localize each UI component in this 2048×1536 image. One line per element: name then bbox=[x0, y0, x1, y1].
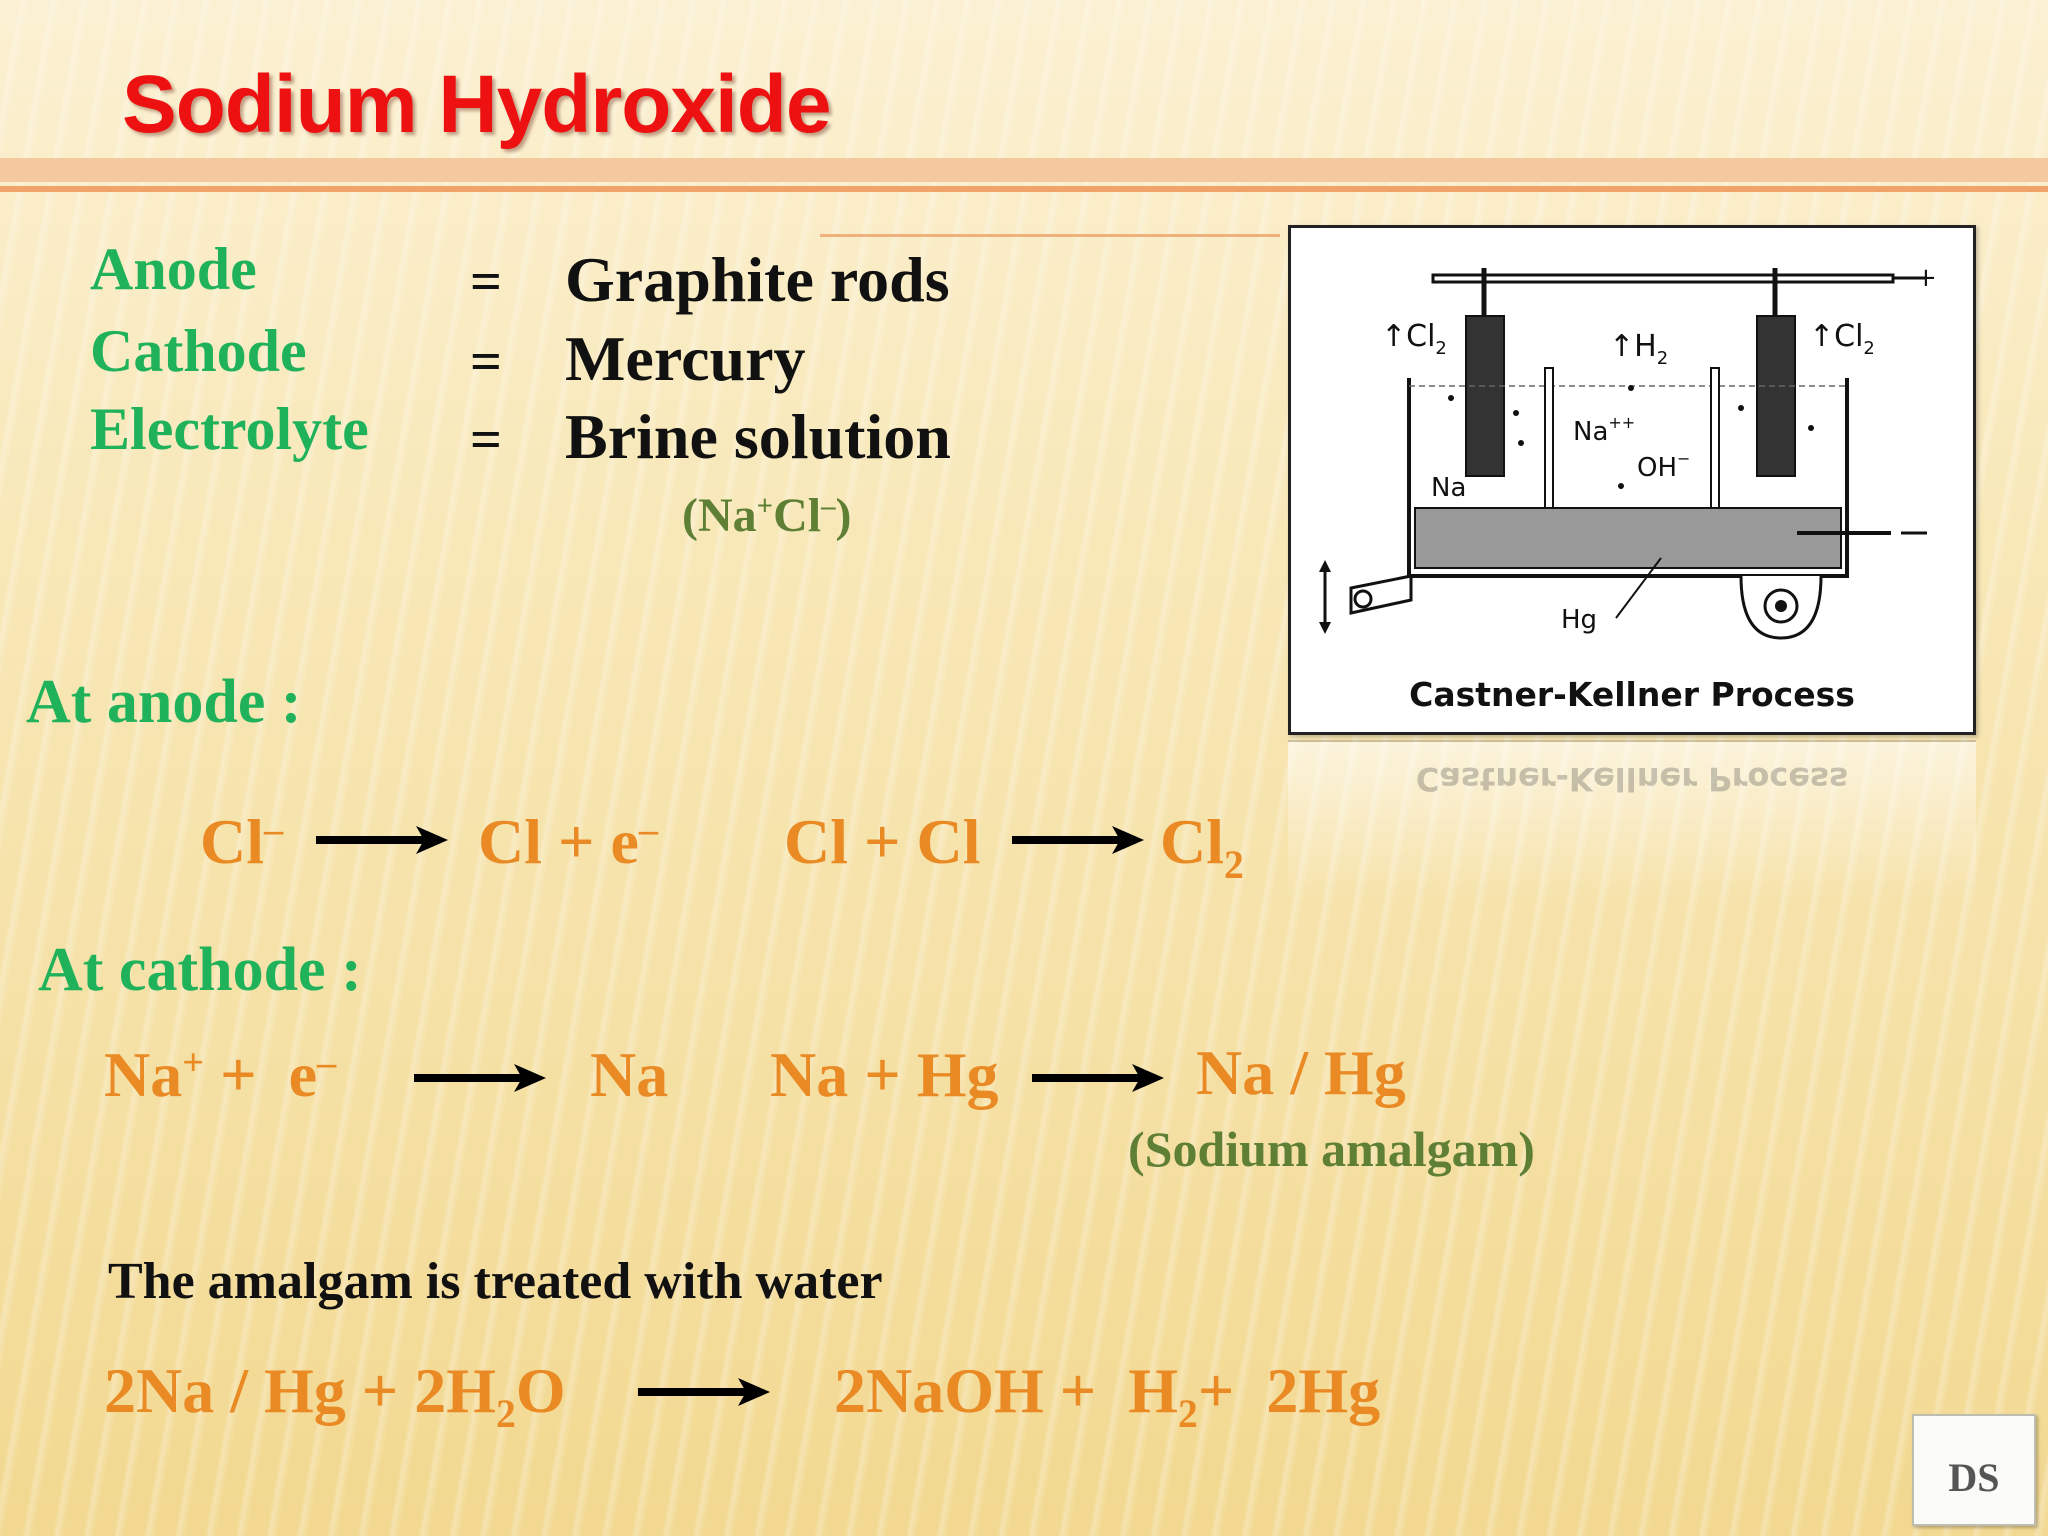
oh-ion-label: OH− bbox=[1637, 449, 1690, 483]
anode-value: Graphite rods bbox=[565, 244, 950, 315]
equals-sign: = bbox=[470, 251, 502, 313]
water-eq-reactants: 2Na / Hg + 2H2O bbox=[104, 1355, 566, 1437]
electrolyte-value: Brine solution bbox=[565, 401, 951, 472]
title-band bbox=[0, 158, 2048, 182]
cathode-eq1-reactant: Na+ + e– bbox=[104, 1039, 337, 1110]
cathode-value: Mercury bbox=[565, 323, 806, 394]
title-rule bbox=[820, 234, 1280, 237]
reaction-arrow bbox=[638, 1378, 770, 1406]
amalgam-note: (Sodium amalgam) bbox=[1128, 1121, 1535, 1177]
diagram-caption-reflection: Castner-Kellner Process bbox=[1415, 760, 1849, 798]
electrolyte-label: Electrolyte bbox=[90, 396, 369, 462]
na-arrow-label: Na bbox=[1431, 473, 1466, 503]
diagram-reflection: Castner-Kellner Process bbox=[1288, 740, 1976, 902]
cathode-eq2-reactant: Na + Hg bbox=[770, 1039, 999, 1110]
negative-terminal-label: – bbox=[1915, 517, 1928, 547]
cathode-heading: At cathode : bbox=[38, 936, 362, 1004]
diagram-caption: Castner-Kellner Process bbox=[1409, 675, 1855, 714]
positive-terminal-label: + bbox=[1915, 263, 1937, 293]
equals-sign: = bbox=[470, 331, 502, 393]
h2-label: ↑H2 bbox=[1609, 329, 1668, 369]
equals-sign: = bbox=[470, 409, 502, 471]
cl2-right-label: ↑Cl2 bbox=[1809, 319, 1875, 359]
na-ion-label: Na++ bbox=[1573, 413, 1635, 447]
logo-text: DS bbox=[1948, 1455, 2000, 1500]
cl2-left-label: ↑Cl2 bbox=[1381, 319, 1447, 359]
ds-logo: DS bbox=[1912, 1414, 2036, 1526]
water-text: The amalgam is treated with water bbox=[108, 1253, 883, 1310]
cathode-label: Cathode bbox=[90, 318, 307, 384]
reaction-arrow bbox=[1012, 826, 1144, 854]
reaction-arrow bbox=[414, 1064, 546, 1092]
castner-kellner-diagram: ↑Cl2 ↑H2 ↑Cl2 Na Na++ OH− Hg + – Castner… bbox=[1288, 225, 1976, 735]
cathode-eq2-product: Na / Hg bbox=[1196, 1037, 1406, 1108]
anode-eq1-reactant: Cl– bbox=[200, 806, 284, 877]
title-underline bbox=[0, 186, 2048, 192]
cathode-eq1-product: Na bbox=[590, 1039, 669, 1110]
anode-label: Anode bbox=[90, 236, 257, 302]
reaction-arrow bbox=[1032, 1064, 1164, 1092]
anode-heading: At anode : bbox=[26, 668, 302, 736]
anode-eq2-product: Cl2 bbox=[1160, 806, 1244, 888]
reaction-arrow bbox=[316, 826, 448, 854]
water-eq-products: 2NaOH + H2+ 2Hg bbox=[834, 1355, 1381, 1437]
electrolyte-formula: (Na+Cl–) bbox=[682, 489, 852, 542]
anode-eq1-product: Cl + e– bbox=[478, 806, 659, 877]
electrolysis-cell-illustration: ↑Cl2 ↑H2 ↑Cl2 Na Na++ OH− Hg + – Castner… bbox=[1319, 263, 1937, 714]
hg-label: Hg bbox=[1561, 605, 1597, 635]
anode-eq2-reactant: Cl + Cl bbox=[784, 806, 981, 877]
slide-title: Sodium Hydroxide bbox=[122, 59, 831, 150]
